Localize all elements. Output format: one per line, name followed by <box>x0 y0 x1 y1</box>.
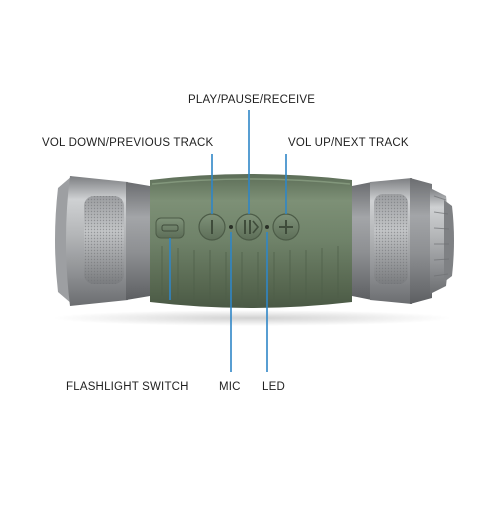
minus-button-icon[interactable] <box>198 213 226 241</box>
mic-hole <box>229 225 233 229</box>
flashlight-switch-icon[interactable] <box>155 217 185 239</box>
play-pause-button-icon[interactable] <box>235 213 263 241</box>
label-vol-up: VOL UP/NEXT TRACK <box>288 137 409 149</box>
right-end-cap <box>352 178 454 304</box>
floor-shadow <box>52 310 452 326</box>
led-indicator <box>265 225 269 229</box>
callout-lines <box>169 110 287 372</box>
label-flashlight-switch: FLASHLIGHT SWITCH <box>66 381 189 393</box>
label-led: LED <box>262 381 285 393</box>
plus-button-icon[interactable] <box>272 213 300 241</box>
left-end-cap <box>55 176 150 306</box>
label-vol-down: VOL DOWN/PREVIOUS TRACK <box>42 137 214 149</box>
label-play-pause-receive: PLAY/PAUSE/RECEIVE <box>188 94 316 106</box>
rubber-body <box>150 174 352 308</box>
label-mic: MIC <box>219 381 241 393</box>
